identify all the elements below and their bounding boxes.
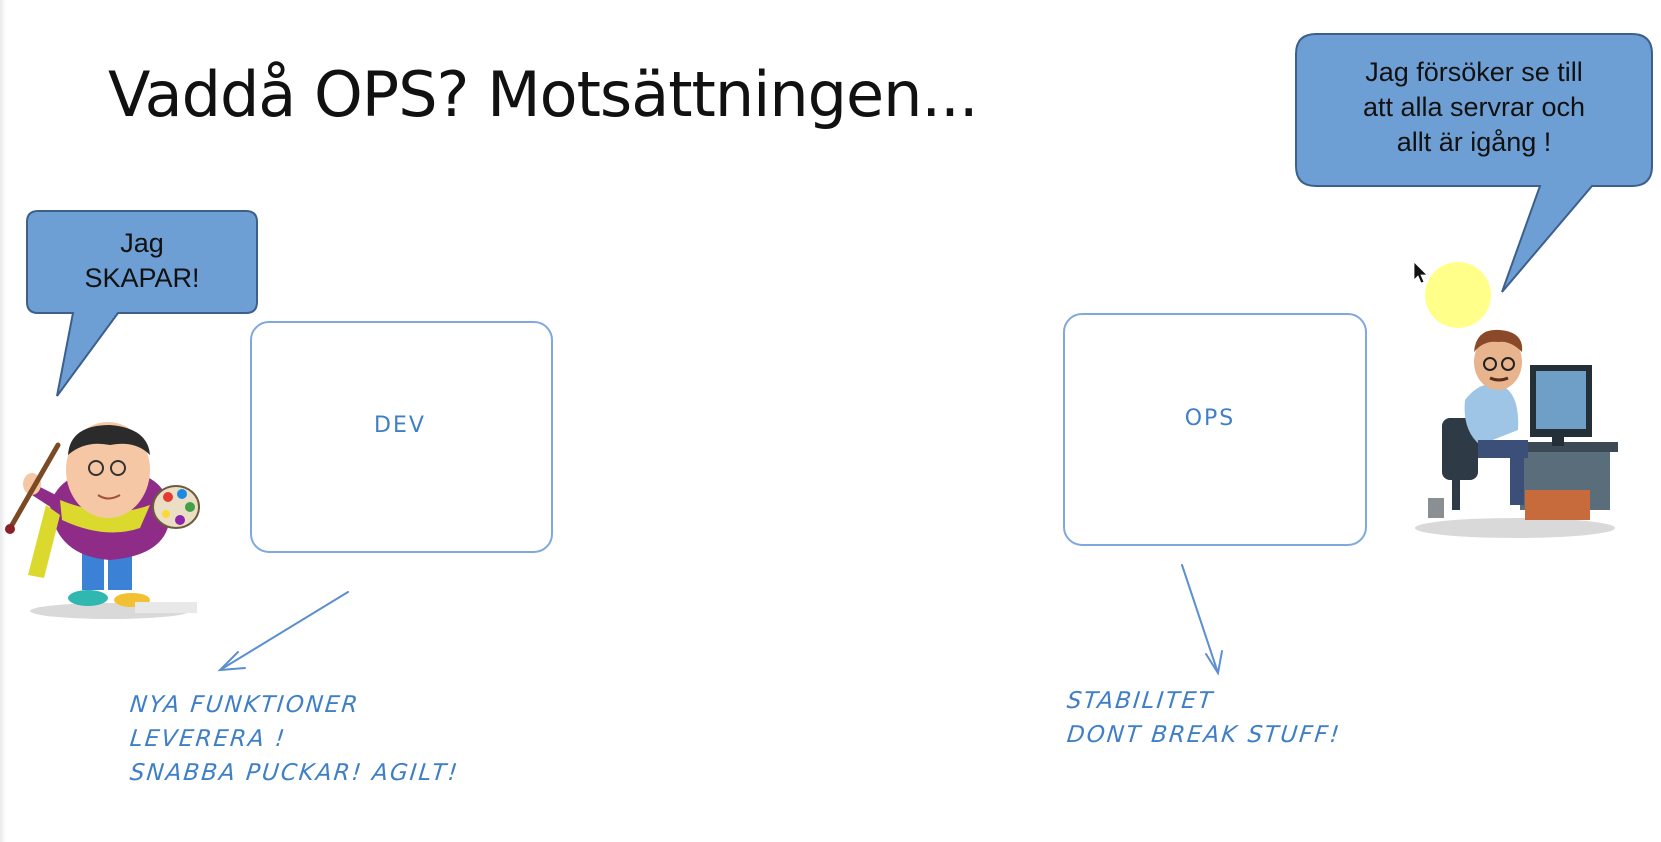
dev-callout-line-2: SKAPAR! [84,263,200,293]
slide-title: Vaddå OPS? Motsättningen... [108,58,979,131]
dev-note-3: SNABBA PUCKAR! AGILT! [128,760,461,786]
ops-callout-line-2: att alla servrar och [1362,92,1586,122]
ops-note-2: DONT BREAK STUFF! [1065,722,1343,748]
dev-box [250,321,553,553]
ops-speech-bubble [1295,33,1653,293]
dev-box-label: DEV [374,413,426,438]
ops-box-label: OPS [1184,406,1236,431]
cursor-highlight [1425,262,1491,328]
dev-note-1: NYA FUNKTIONER [128,692,361,718]
dev-note-2: LEVERERA ! [128,726,288,752]
dev-callout-line-1: Jag [120,228,164,258]
dev-speech-bubble [26,210,258,397]
ops-box [1063,313,1367,546]
mouse-pointer-icon [1413,261,1428,284]
ops-callout-line-3: allt är igång ! [1396,127,1552,157]
slide-edge [0,0,6,842]
ops-note-1: STABILITET [1065,688,1216,714]
dev-arrow [217,591,349,672]
office-worker-illustration [1415,329,1618,538]
ops-arrow [1181,564,1223,676]
ops-callout-line-1: Jag försöker se till [1365,57,1583,87]
dev-callout-text: Jag SKAPAR! [27,226,257,296]
ops-callout-text: Jag försöker se till att alla servrar oc… [1296,55,1652,160]
painter-illustration [5,422,200,619]
